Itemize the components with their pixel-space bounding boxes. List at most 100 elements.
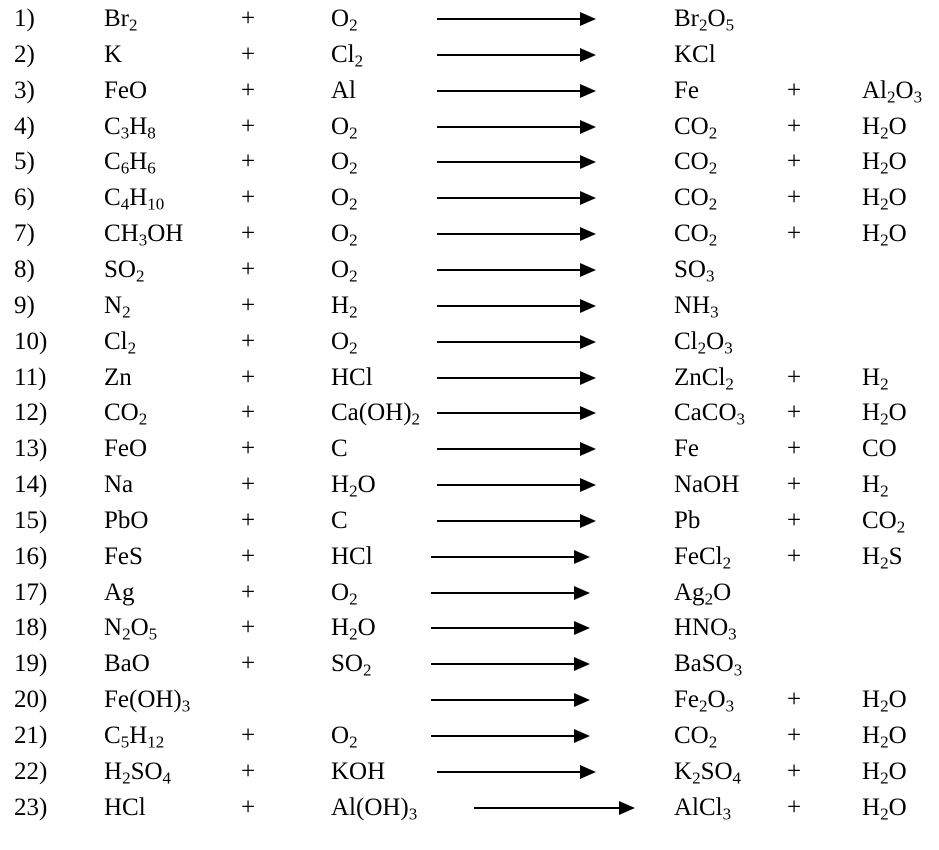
product-1: K2SO4 — [674, 757, 742, 788]
equation-number: 1) — [14, 5, 35, 32]
reaction-arrow-icon — [474, 800, 635, 815]
product-2: H2S — [862, 542, 903, 572]
reaction-arrow-icon — [437, 298, 596, 313]
plus-sign: + — [241, 291, 256, 319]
subscript: 3 — [181, 696, 191, 716]
product-1: Br2O5 — [674, 5, 735, 35]
plus-sign: + — [241, 650, 256, 678]
equation-number: 17) — [14, 578, 48, 606]
product-2: H2O — [862, 757, 907, 788]
reactant-2: O2 — [331, 722, 358, 752]
subscript: 2 — [349, 122, 358, 142]
subscript: 2 — [122, 624, 131, 644]
reactant-1: FeO — [104, 76, 148, 104]
reactant-1: CH3OH — [104, 220, 184, 250]
subscript: 3 — [724, 337, 733, 357]
subscript: 3 — [722, 803, 732, 823]
reactant-1: N2 — [104, 291, 131, 322]
product-2: H2O — [862, 184, 907, 214]
reactant-2: O2 — [331, 327, 358, 357]
product-1: SO3 — [674, 255, 715, 286]
plus-sign: + — [787, 76, 802, 104]
subscript: 3 — [710, 302, 719, 322]
subscript: 2 — [880, 158, 889, 178]
subscript: 2 — [708, 122, 718, 142]
subscript: 2 — [354, 51, 364, 71]
subscript: 2 — [722, 553, 732, 572]
subscript: 2 — [349, 194, 358, 214]
subscript: 2 — [697, 337, 707, 357]
reactant-1: C5H12 — [104, 722, 165, 752]
product-1: Fe — [674, 76, 699, 104]
reaction-arrow-icon — [437, 764, 596, 779]
plus-sign: + — [241, 327, 256, 355]
plus-sign: + — [787, 220, 802, 248]
plus-sign: + — [787, 686, 802, 714]
product-1: FeCl2 — [674, 542, 732, 572]
product-1: Pb — [674, 506, 701, 534]
subscript: 2 — [362, 660, 372, 680]
subscript: 2 — [896, 517, 906, 537]
reactant-1: CO2 — [104, 399, 148, 429]
reactant-2: O2 — [331, 5, 358, 35]
subscript: 2 — [122, 768, 131, 788]
subscript: 3 — [138, 230, 148, 250]
product-2: H2O — [862, 399, 907, 429]
subscript: 2 — [349, 732, 358, 752]
subscript: 3 — [725, 696, 735, 716]
subscript: 6 — [147, 158, 156, 178]
equation-number: 3) — [14, 76, 35, 104]
reactant-2: HCl — [331, 363, 373, 391]
reactant-2: C — [331, 506, 348, 534]
plus-sign: + — [241, 722, 256, 749]
product-1: CO2 — [674, 148, 718, 178]
equation-number: 14) — [14, 471, 48, 499]
subscript: 2 — [349, 230, 358, 250]
reaction-arrow-icon — [437, 83, 596, 98]
product-1: KCl — [674, 40, 716, 68]
reaction-arrow-icon — [437, 119, 596, 134]
reactant-1: Zn — [104, 363, 132, 391]
equation-number: 20) — [14, 686, 48, 714]
reactant-2: O2 — [331, 184, 358, 214]
product-2: H2O — [862, 112, 907, 142]
reactant-2: O2 — [331, 578, 358, 608]
subscript: 2 — [880, 481, 889, 501]
product-2: H2O — [862, 148, 907, 178]
subscript: 4 — [732, 768, 742, 788]
subscript: 2 — [129, 15, 138, 35]
product-2: CO2 — [862, 506, 906, 537]
reactant-1: Fe(OH)3 — [104, 686, 191, 716]
plus-sign: + — [787, 184, 802, 212]
subscript: 4 — [120, 194, 130, 214]
subscript: 2 — [887, 86, 896, 106]
reactant-1: C6H6 — [104, 148, 156, 178]
equation-number: 18) — [14, 614, 48, 642]
reactant-2: SO2 — [331, 650, 372, 680]
subscript: 2 — [411, 409, 421, 429]
reaction-arrow-icon — [431, 729, 590, 743]
reaction-arrow-icon — [437, 227, 596, 242]
reactant-1: Na — [104, 471, 134, 499]
subscript: 2 — [725, 373, 734, 393]
plus-sign: + — [787, 399, 802, 427]
plus-sign: + — [241, 5, 256, 32]
subscript: 2 — [880, 732, 889, 752]
product-1: Cl2O3 — [674, 327, 733, 357]
plus-sign: + — [787, 506, 802, 534]
product-2: CO — [862, 435, 897, 463]
reactant-1: C3H8 — [104, 112, 156, 142]
plus-sign: + — [787, 148, 802, 176]
equation-number: 12) — [14, 399, 48, 427]
reaction-arrow-icon — [437, 47, 596, 62]
plus-sign: + — [787, 722, 802, 749]
